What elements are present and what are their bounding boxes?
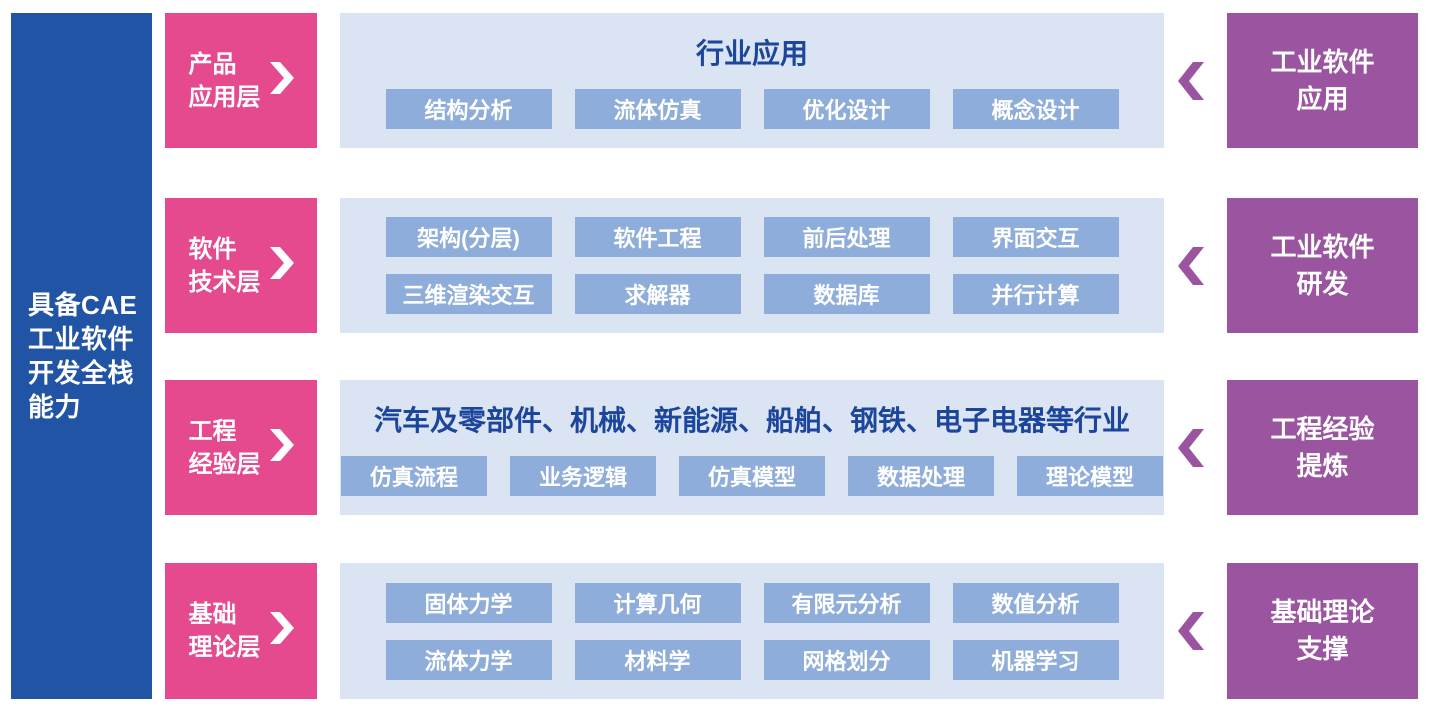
layer-label-product-application: 产品 应用层 bbox=[165, 13, 317, 148]
layer-label-software-technology: 软件 技术层 bbox=[165, 198, 317, 333]
capability-line: 能力 bbox=[28, 392, 82, 422]
chip: 机器学习 bbox=[952, 639, 1119, 680]
chip: 有限元分析 bbox=[763, 582, 930, 623]
chip-row: 流体力学 材料学 网格划分 机器学习 bbox=[385, 639, 1119, 680]
chip: 求解器 bbox=[574, 274, 741, 314]
chip: 仿真模型 bbox=[679, 456, 825, 496]
outcome-box-industrial-software-rnd: 工业软件 研发 bbox=[1227, 198, 1418, 333]
capability-banner: 具备CAE 工业软件 开发全栈 能力 bbox=[11, 13, 152, 699]
chip: 并行计算 bbox=[952, 274, 1119, 314]
chip: 软件工程 bbox=[574, 217, 741, 257]
chip: 业务逻辑 bbox=[510, 456, 656, 496]
layer-label-line: 应用层 bbox=[188, 83, 261, 111]
outcome-line: 工业软件 bbox=[1270, 231, 1375, 262]
panel-title: 行业应用 bbox=[695, 38, 808, 69]
chip: 流体力学 bbox=[385, 639, 552, 680]
chip: 结构分析 bbox=[385, 89, 552, 129]
layer-label-text: 产品 应用层 bbox=[189, 48, 261, 114]
layer-label-text: 基础 理论层 bbox=[189, 598, 261, 664]
row-product-application-layer: 产品 应用层 行业应用 结构分析 流体仿真 优化设计 概念设计 工业软件 应用 bbox=[0, 13, 1432, 148]
layer-label-line: 产品 bbox=[188, 50, 237, 78]
outcome-box-basic-theory-support: 基础理论 支撑 bbox=[1227, 563, 1418, 699]
capability-line: 工业软件 bbox=[28, 324, 135, 354]
outcome-box-engineering-experience-refinement: 工程经验 提炼 bbox=[1227, 380, 1418, 515]
chip: 数据处理 bbox=[848, 456, 994, 496]
chip: 数据库 bbox=[763, 274, 930, 314]
chip: 材料学 bbox=[574, 639, 741, 680]
layer-label-engineering-experience: 工程 经验层 bbox=[165, 380, 317, 515]
layer-label-line: 基础 bbox=[188, 601, 237, 628]
chip: 理论模型 bbox=[1017, 456, 1163, 496]
panel-basic-theory: 固体力学 计算几何 有限元分析 数值分析 流体力学 材料学 网格划分 机器学习 bbox=[340, 563, 1164, 699]
layer-label-text: 工程 经验层 bbox=[189, 415, 261, 481]
chip-row: 架构(分层) 软件工程 前后处理 界面交互 bbox=[385, 217, 1119, 257]
layer-label-line: 经验层 bbox=[188, 450, 261, 478]
outcome-line: 支撑 bbox=[1296, 634, 1349, 664]
chip: 固体力学 bbox=[385, 582, 552, 623]
outcome-line: 提炼 bbox=[1296, 450, 1349, 481]
chip-row: 三维渲染交互 求解器 数据库 并行计算 bbox=[385, 274, 1119, 314]
right-chevron-icon bbox=[269, 612, 294, 644]
panel-industry-application: 行业应用 结构分析 流体仿真 优化设计 概念设计 bbox=[340, 13, 1164, 148]
layer-label-text: 软件 技术层 bbox=[189, 233, 261, 299]
right-chevron-icon bbox=[269, 246, 294, 279]
layer-label-basic-theory: 基础 理论层 bbox=[165, 563, 317, 699]
outcome-line: 基础理论 bbox=[1270, 597, 1375, 627]
chip-row: 固体力学 计算几何 有限元分析 数值分析 bbox=[385, 582, 1119, 623]
chip: 仿真流程 bbox=[341, 456, 487, 496]
chip: 数值分析 bbox=[952, 582, 1119, 623]
panel-title: 汽车及零部件、机械、新能源、船舶、钢铁、电子电器等行业 bbox=[373, 405, 1130, 436]
panel-industry-experience: 汽车及零部件、机械、新能源、船舶、钢铁、电子电器等行业 仿真流程 业务逻辑 仿真… bbox=[340, 380, 1164, 515]
chip: 优化设计 bbox=[763, 89, 930, 129]
chip-row: 仿真流程 业务逻辑 仿真模型 数据处理 理论模型 bbox=[341, 456, 1163, 496]
capability-line: 开发全栈 bbox=[28, 358, 135, 388]
capability-line: 具备CAE bbox=[28, 290, 138, 320]
chip: 三维渲染交互 bbox=[385, 274, 552, 314]
chip: 网格划分 bbox=[763, 639, 930, 680]
row-basic-theory-layer: 基础 理论层 固体力学 计算几何 有限元分析 数值分析 流体力学 材料学 网格划… bbox=[0, 563, 1432, 699]
outcome-line: 研发 bbox=[1296, 268, 1349, 299]
right-chevron-icon bbox=[269, 61, 294, 94]
left-chevron-icon bbox=[1174, 61, 1204, 100]
layer-label-line: 工程 bbox=[188, 417, 237, 445]
chip: 前后处理 bbox=[763, 217, 930, 257]
layer-label-line: 技术层 bbox=[188, 268, 261, 296]
chip: 界面交互 bbox=[952, 217, 1119, 257]
chip-row: 结构分析 流体仿真 优化设计 概念设计 bbox=[385, 89, 1119, 129]
capability-banner-text: 具备CAE 工业软件 开发全栈 能力 bbox=[11, 288, 137, 424]
row-software-technology-layer: 软件 技术层 架构(分层) 软件工程 前后处理 界面交互 三维渲染交互 求解器 … bbox=[0, 198, 1432, 333]
chip: 架构(分层) bbox=[385, 217, 552, 257]
outcome-line: 工程经验 bbox=[1270, 413, 1375, 444]
layer-label-line: 理论层 bbox=[188, 634, 261, 661]
chip: 流体仿真 bbox=[574, 89, 741, 129]
right-chevron-icon bbox=[269, 428, 294, 461]
outcome-line: 应用 bbox=[1296, 83, 1349, 114]
left-chevron-icon bbox=[1174, 428, 1204, 467]
row-engineering-experience-layer: 工程 经验层 汽车及零部件、机械、新能源、船舶、钢铁、电子电器等行业 仿真流程 … bbox=[0, 380, 1432, 515]
layer-label-line: 软件 bbox=[188, 235, 237, 263]
chip: 计算几何 bbox=[574, 582, 741, 623]
outcome-line: 工业软件 bbox=[1270, 46, 1375, 77]
left-chevron-icon bbox=[1174, 246, 1204, 285]
panel-software-technology: 架构(分层) 软件工程 前后处理 界面交互 三维渲染交互 求解器 数据库 并行计… bbox=[340, 198, 1164, 333]
left-chevron-icon bbox=[1174, 612, 1204, 650]
chip: 概念设计 bbox=[952, 89, 1119, 129]
outcome-box-industrial-software-application: 工业软件 应用 bbox=[1227, 13, 1418, 148]
